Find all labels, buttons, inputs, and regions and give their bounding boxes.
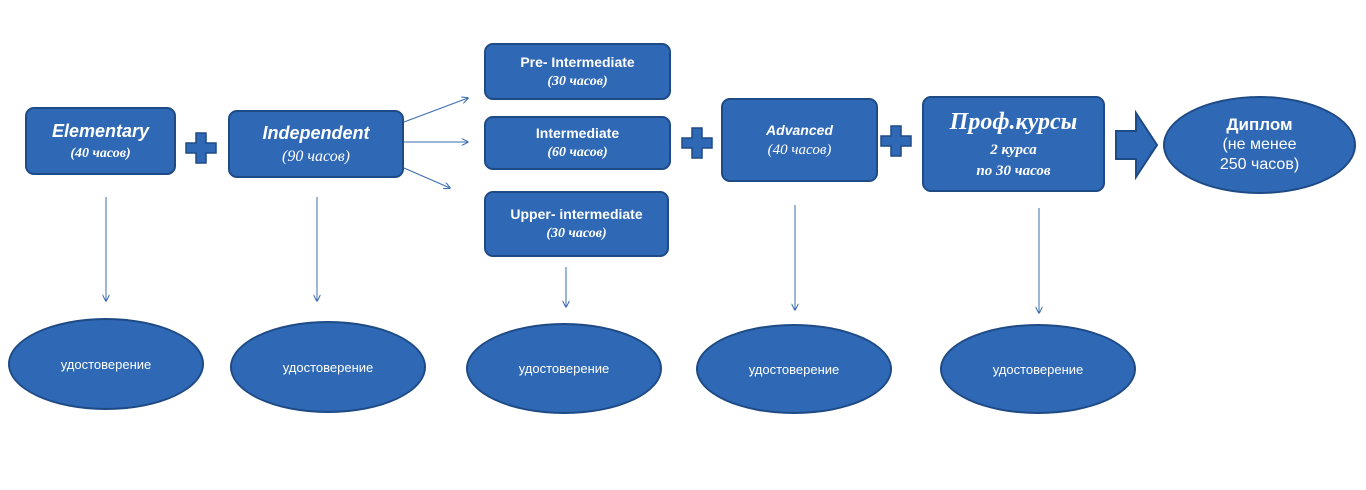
node-hours: (40 часов) <box>767 141 832 158</box>
certificate-label: удостоверение <box>518 361 610 376</box>
node-hours: (90 часов) <box>282 147 350 165</box>
node-diploma: Диплом (не менее 250 часов) <box>1163 96 1356 194</box>
node-intermediate: Intermediate (60 часов) <box>484 116 671 170</box>
node-line: по 30 часов <box>976 162 1051 179</box>
node-title: Диплом <box>1226 115 1293 134</box>
node-hours: (40 часов) <box>70 145 131 161</box>
node-title: Elementary <box>51 120 150 141</box>
block-arrow-right-icon <box>1115 109 1159 181</box>
arrow-to-pre-intermediate <box>403 98 468 123</box>
node-pre-intermediate: Pre- Intermediate (30 часов) <box>484 43 671 100</box>
node-title: Pre- Intermediate <box>520 53 635 70</box>
plus-icon <box>880 125 912 157</box>
certificate-advanced: удостоверение <box>696 324 892 414</box>
node-hours: (30 часов) <box>547 73 608 89</box>
node-line: (не менее <box>1222 136 1297 153</box>
certificate-label: удостоверение <box>282 359 374 375</box>
certificate-intermediate: удостоверение <box>466 323 662 414</box>
certificate-label: удостоверение <box>992 361 1084 377</box>
certificate-label: удостоверение <box>60 356 152 372</box>
node-title: Проф.курсы <box>949 108 1078 135</box>
node-hours: (60 часов) <box>547 145 608 160</box>
node-hours: (30 часов) <box>546 226 607 241</box>
certificate-independent: удостоверение <box>230 321 426 413</box>
node-title: Advanced <box>766 121 833 138</box>
node-elementary: Elementary (40 часов) <box>25 107 176 175</box>
certificate-prof-courses: удостоверение <box>940 324 1136 414</box>
node-title: Upper- intermediate <box>510 206 643 222</box>
node-title: Independent <box>262 122 370 143</box>
node-line: 250 часов) <box>1219 156 1300 173</box>
arrow-to-upper-intermediate <box>403 167 450 188</box>
node-advanced: Advanced (40 часов) <box>721 98 878 182</box>
plus-icon <box>185 132 217 164</box>
certificate-elementary: удостоверение <box>8 318 204 410</box>
node-independent: Independent (90 часов) <box>228 110 404 178</box>
node-upper-intermediate: Upper- intermediate (30 часов) <box>484 191 669 257</box>
certificate-label: удостоверение <box>748 361 840 377</box>
node-title: Intermediate <box>535 125 620 141</box>
plus-icon <box>681 127 713 159</box>
node-line: 2 курса <box>990 141 1037 158</box>
node-prof-courses: Проф.курсы 2 курса по 30 часов <box>922 96 1105 192</box>
